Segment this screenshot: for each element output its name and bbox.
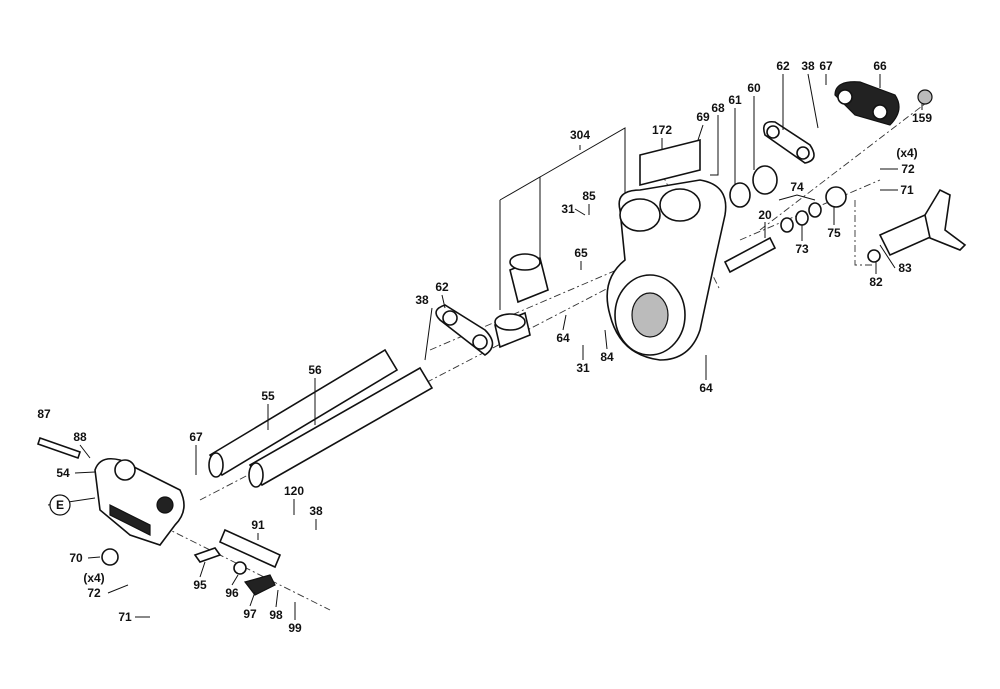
label-e: E [56,498,64,512]
label-72-left: 72 [87,586,101,600]
label-82: 82 [869,275,883,289]
part-62-plate [435,304,494,356]
label-96: 96 [225,586,239,600]
part-304-housing [606,179,727,361]
label-61: 61 [728,93,742,107]
label-88: 88 [73,430,87,444]
part-62-plate-right [762,120,815,164]
label-172: 172 [652,123,672,137]
part-95-link [193,547,222,563]
label-x4-right: (x4) [896,146,917,160]
washers [101,165,881,575]
label-60: 60 [747,81,761,95]
part-91-rod [218,528,282,569]
label-304: 304 [570,128,590,142]
label-64: 64 [556,331,570,345]
label-95: 95 [193,578,207,592]
tubes-55-56 [208,348,434,488]
callout-labels: 304 172 69 68 61 60 62 38 67 66 159 (x4)… [37,59,932,635]
label-85: 85 [582,189,596,203]
part-20-pin [723,236,777,274]
part-83-handle [878,188,967,257]
label-70: 70 [69,551,83,565]
label-56: 56 [308,363,322,377]
label-87: 87 [37,407,51,421]
label-98: 98 [269,608,283,622]
part-66-block [834,81,900,126]
label-38: 38 [801,59,815,73]
part-172-label-plate [639,138,701,187]
callout-circle-e [49,494,71,516]
label-97: 97 [243,607,257,621]
label-31-lower: 31 [576,361,590,375]
label-159: 159 [912,111,932,125]
part-87-pin [36,436,82,460]
label-38-lower: 38 [309,504,323,518]
label-83: 83 [898,261,912,275]
label-20: 20 [758,208,772,222]
group-bracket-304 [499,127,626,310]
label-x4-left: (x4) [83,571,104,585]
label-66: 66 [873,59,887,73]
label-55: 55 [261,389,275,403]
label-84: 84 [600,350,614,364]
label-38-left: 38 [415,293,429,307]
label-64-lower: 64 [699,381,713,395]
label-71-left: 71 [118,610,132,624]
label-31: 31 [561,202,575,216]
label-67: 67 [819,59,833,73]
part-159-cap [917,89,933,105]
sleeves [494,253,549,349]
label-120: 120 [284,484,304,498]
label-72: 72 [901,162,915,176]
label-65: 65 [574,246,588,260]
label-75: 75 [827,226,841,240]
label-71: 71 [900,183,914,197]
part-54-left-bracket [94,457,185,546]
leader-lines [47,73,923,620]
label-62-left: 62 [435,280,449,294]
label-54: 54 [56,466,70,480]
label-73: 73 [795,242,809,256]
part-97-lever [243,574,276,596]
label-74: 74 [790,180,804,194]
label-69: 69 [696,110,710,124]
label-67-left: 67 [189,430,203,444]
label-99: 99 [288,621,302,635]
label-62: 62 [776,59,790,73]
label-91: 91 [251,518,265,532]
label-68: 68 [711,101,725,115]
